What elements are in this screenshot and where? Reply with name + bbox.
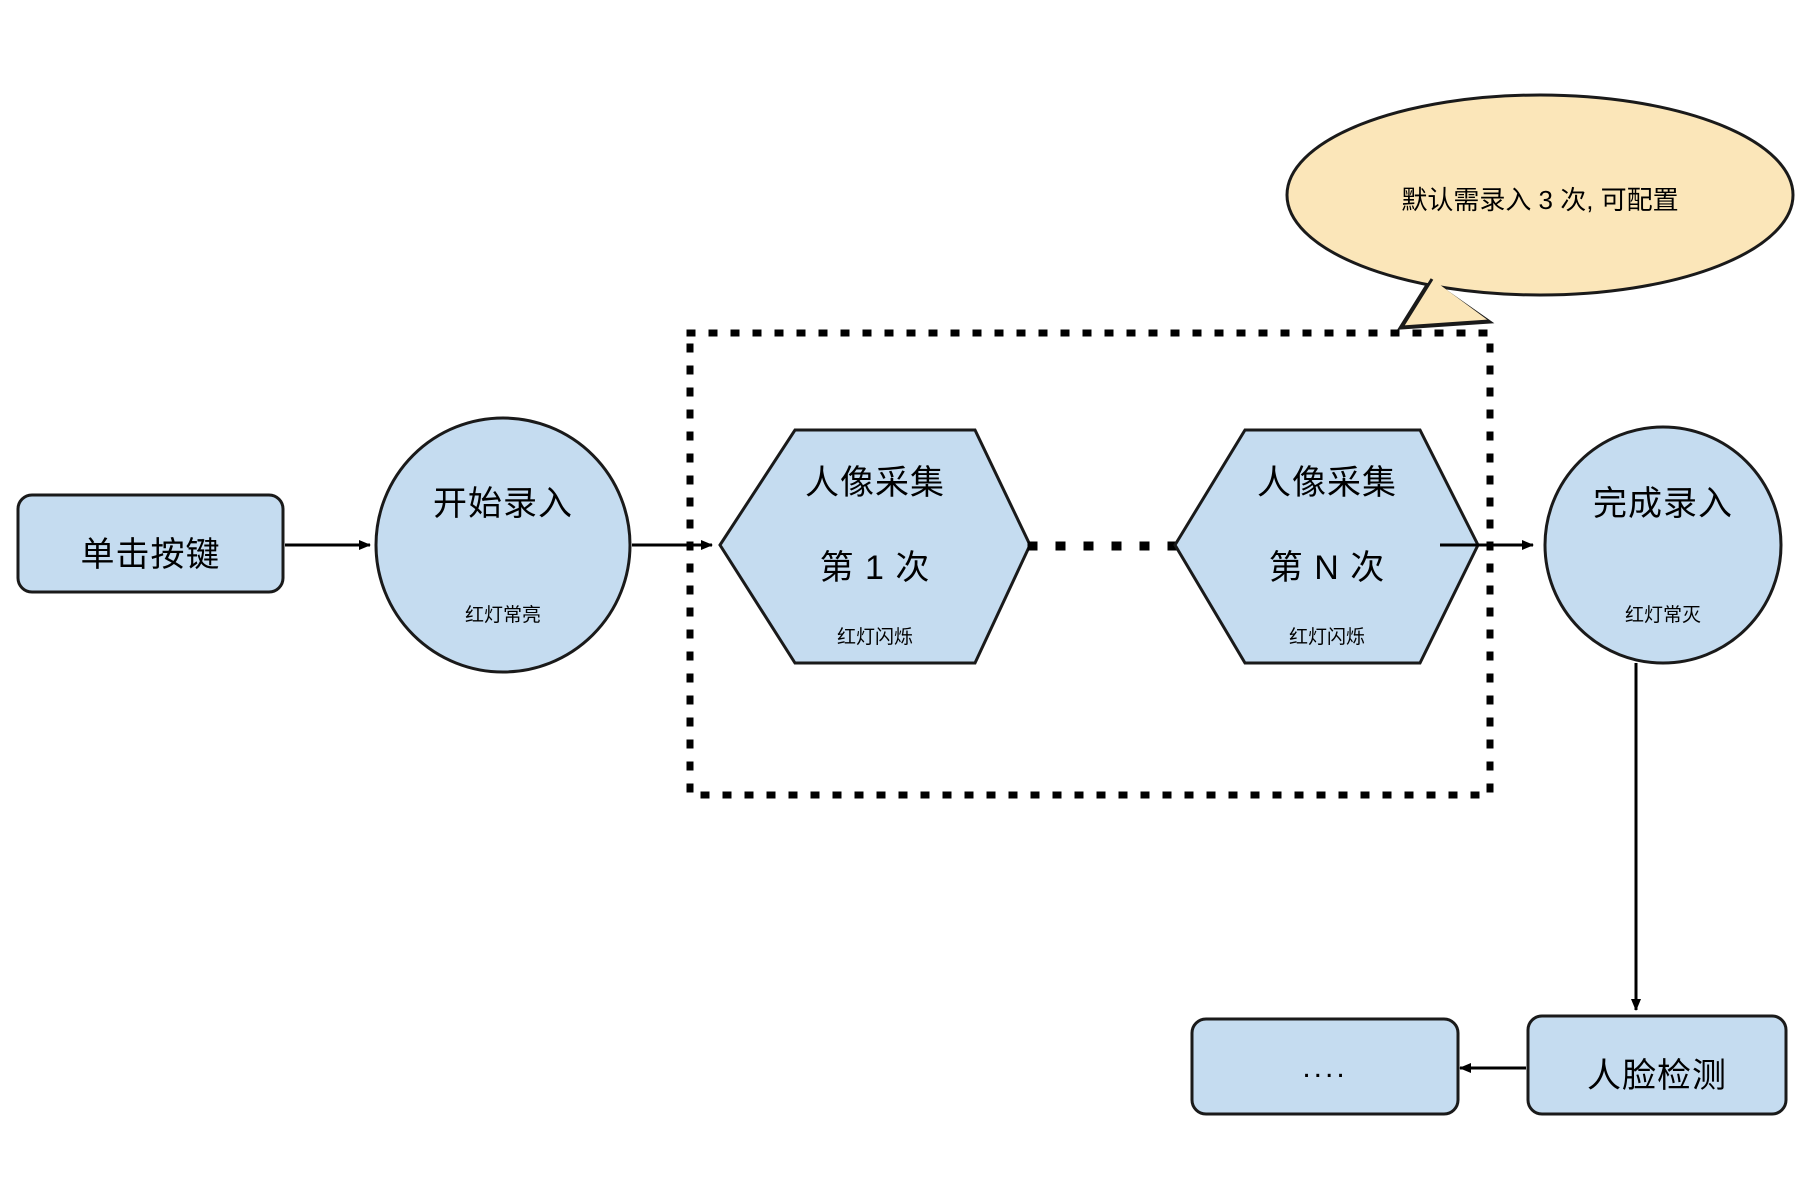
node-start-enroll-shape[interactable] [374, 416, 632, 674]
node-click-key-shape[interactable] [16, 493, 285, 594]
node-capture-nth-shape[interactable] [1173, 428, 1480, 665]
node-finish-enroll-shape[interactable] [1543, 425, 1783, 665]
node-capture-first-shape[interactable] [718, 428, 1032, 665]
capture-loop-group-box [686, 329, 1494, 799]
node-more-steps-shape[interactable] [1190, 1017, 1460, 1116]
node-face-detect-shape[interactable] [1526, 1014, 1788, 1116]
callout-bubble-shape[interactable] [1285, 93, 1795, 330]
